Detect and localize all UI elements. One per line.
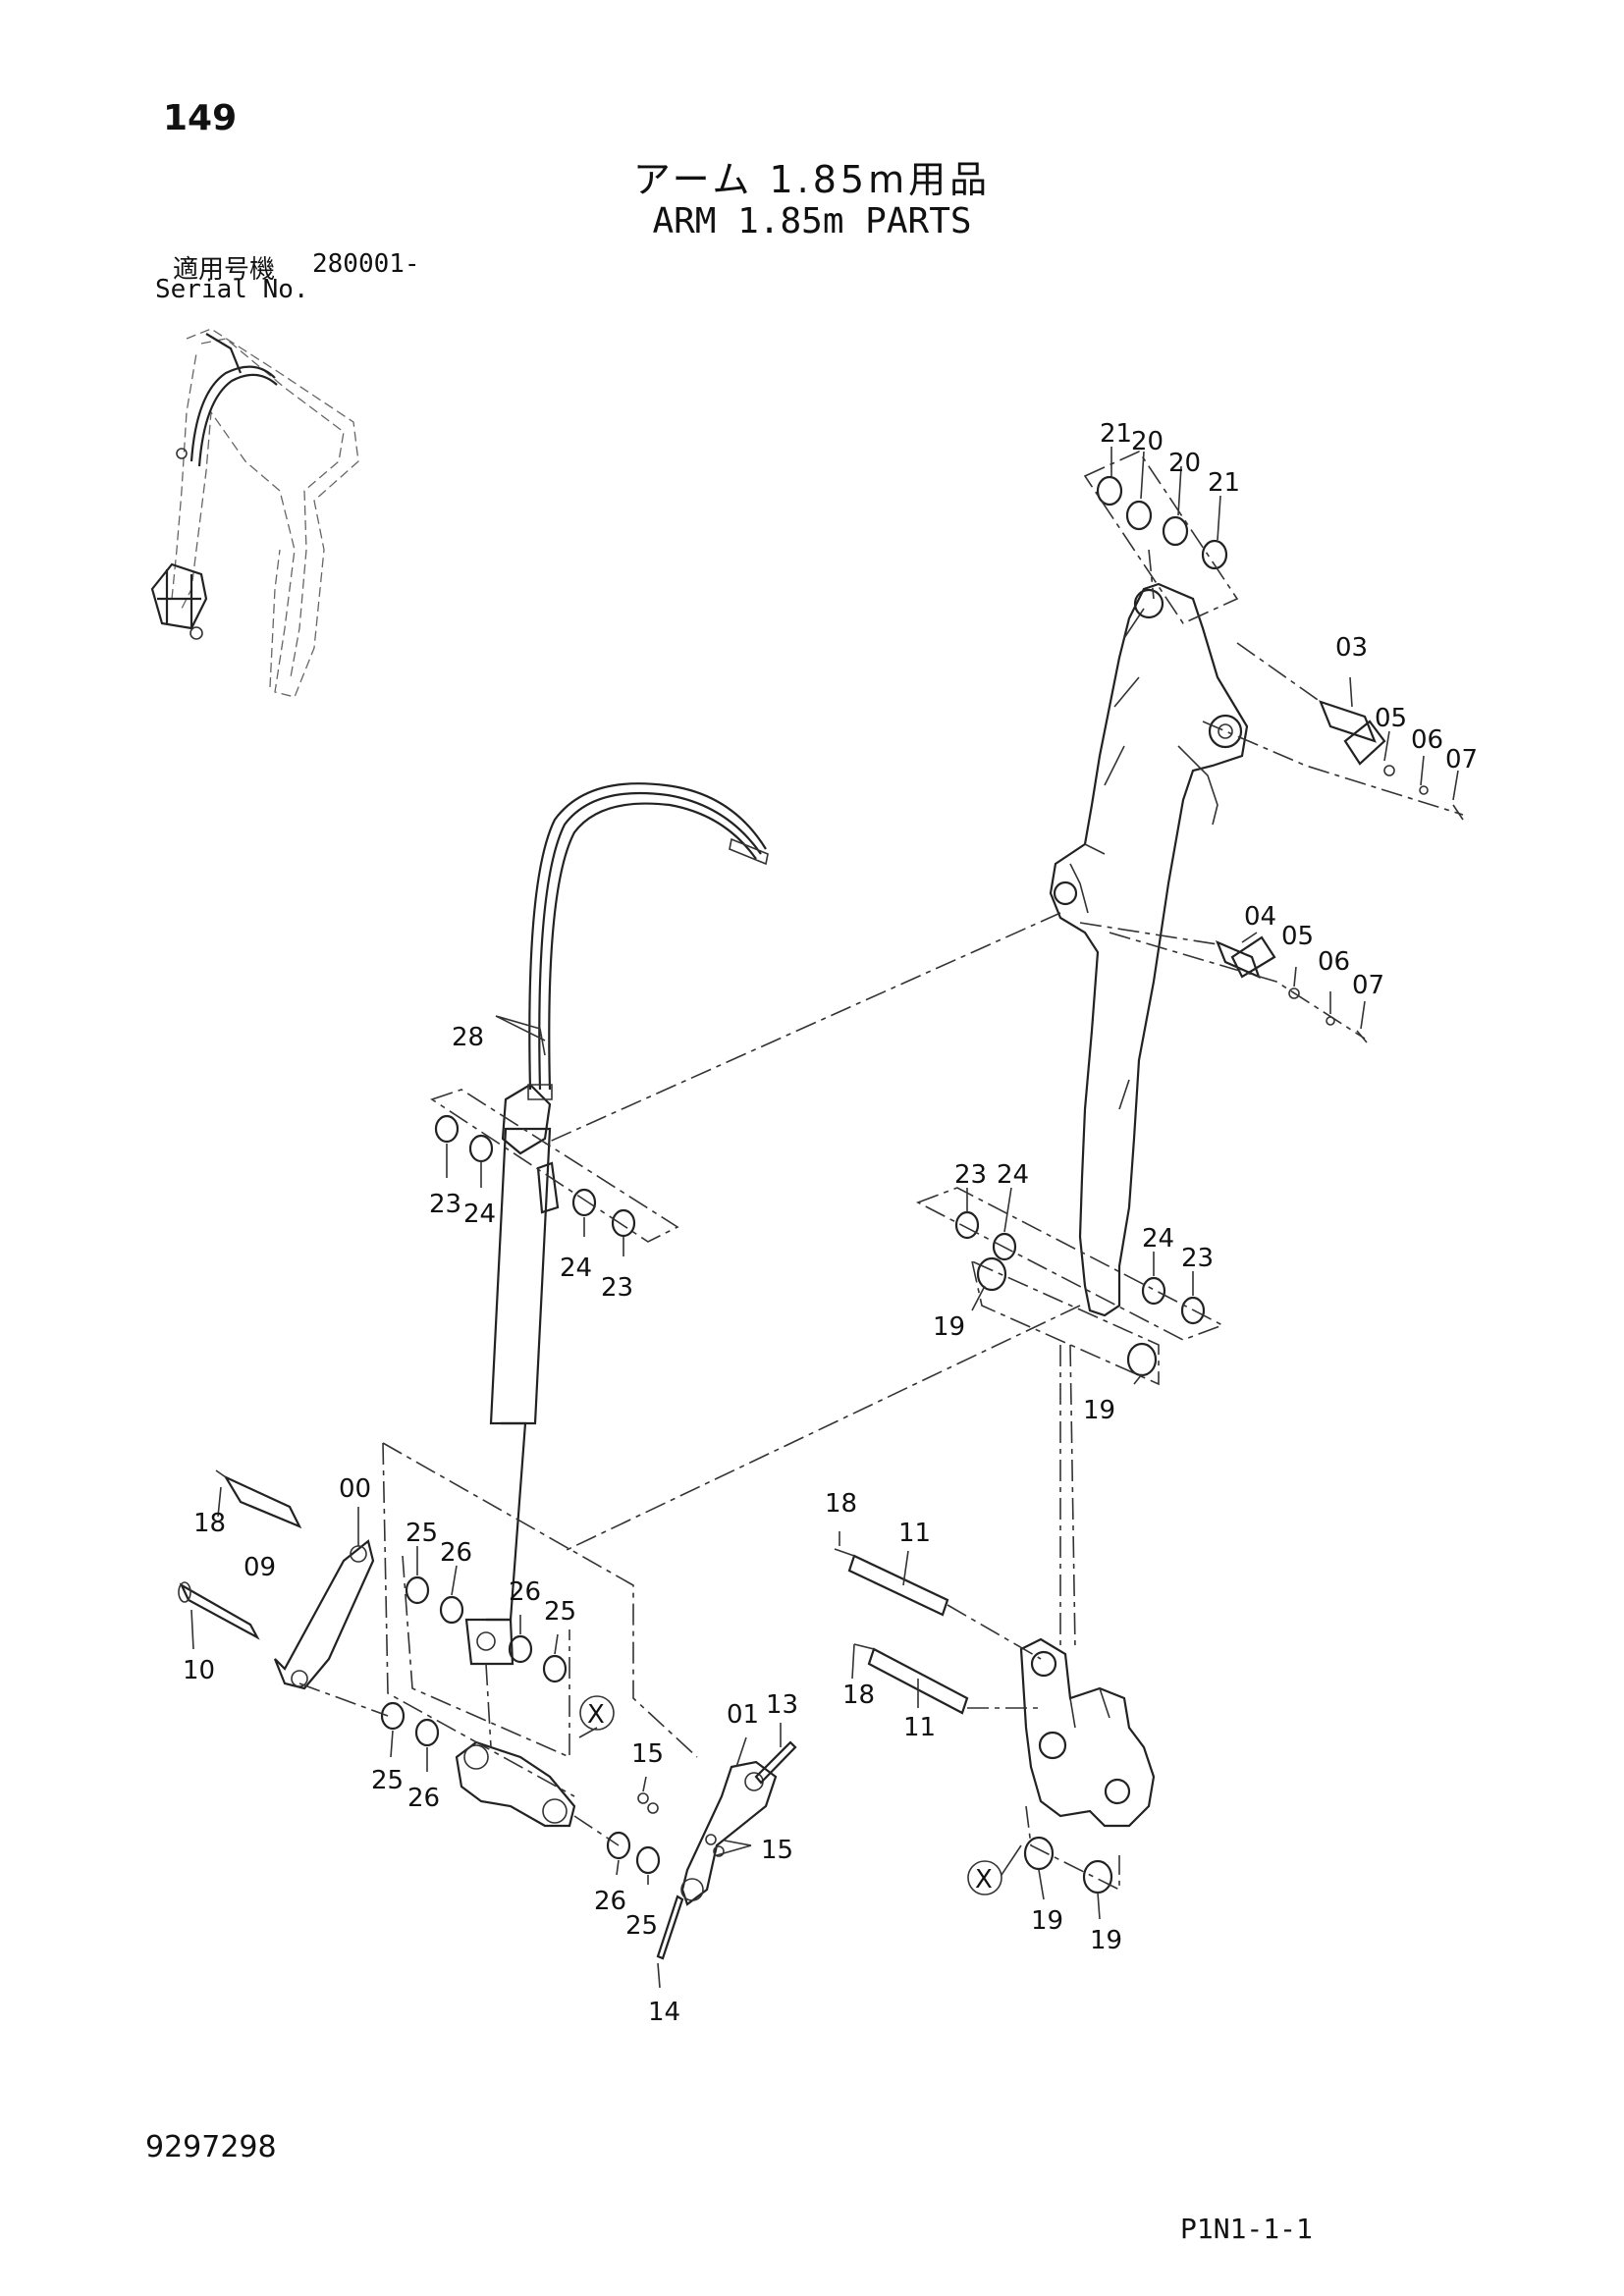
callout-26-b: 26 (509, 1577, 541, 1607)
callout-15-b: 15 (761, 1836, 793, 1865)
callout-18-a: 18 (193, 1509, 226, 1538)
callout-25-d: 25 (625, 1911, 658, 1941)
callout-24-c: 24 (997, 1160, 1029, 1190)
overview-thumbnail (150, 328, 359, 698)
callout-10: 10 (183, 1656, 215, 1685)
reference-marker-x-1 (579, 1695, 615, 1731)
leader-lines (190, 447, 1459, 1989)
callout-05-b: 05 (1281, 922, 1314, 951)
callout-09: 09 (244, 1553, 276, 1582)
callout-26-d: 26 (594, 1887, 626, 1916)
callout-19-d: 19 (1090, 1926, 1122, 1955)
callout-07-a: 07 (1445, 745, 1478, 774)
callout-20-b: 20 (1168, 449, 1201, 478)
callout-00: 00 (339, 1474, 371, 1504)
callout-21-b: 21 (1208, 468, 1240, 498)
callout-25-b: 25 (544, 1597, 576, 1627)
callout-05-a: 05 (1375, 704, 1407, 733)
serial-label-japanese: 適用号機 (173, 255, 276, 285)
callout-18-c: 18 (842, 1681, 875, 1710)
callout-13: 13 (766, 1690, 798, 1720)
title-japanese: アーム 1.85m用品 (632, 158, 992, 201)
callout-03: 03 (1335, 633, 1368, 663)
arm-body (1019, 582, 1249, 1828)
callout-24-a: 24 (463, 1200, 496, 1229)
document-number: 9297298 (145, 2130, 277, 2164)
callout-18-b: 18 (825, 1489, 857, 1519)
page-number: 149 (163, 98, 238, 138)
callout-26-c: 26 (407, 1784, 440, 1813)
callout-20-a: 20 (1131, 427, 1164, 456)
callout-01: 01 (727, 1700, 759, 1730)
callout-25-a: 25 (406, 1519, 438, 1548)
reference-marker-x-2 (967, 1860, 1002, 1896)
callout-23-b: 23 (601, 1273, 633, 1303)
callout-06-a: 06 (1411, 725, 1443, 755)
callout-26-a: 26 (440, 1538, 472, 1568)
callout-11-a: 11 (898, 1519, 931, 1548)
callout-21-a: 21 (1100, 419, 1132, 449)
reference-markers: X X (579, 1695, 1002, 1896)
washers-and-seals (380, 475, 1228, 1895)
callout-23-d: 23 (1181, 1244, 1214, 1273)
callout-24-b: 24 (560, 1254, 592, 1283)
link-assembly (178, 1469, 969, 1960)
serial-number-range: 280001- (312, 249, 420, 279)
serial-label-english: Serial No. (155, 275, 309, 304)
hose-set (527, 782, 769, 1100)
title-english: ARM 1.85m PARTS (652, 201, 972, 241)
callout-28: 28 (452, 1023, 484, 1052)
callout-04: 04 (1244, 902, 1276, 932)
alignment-lines (298, 450, 1464, 1892)
callout-x-1: X (587, 1700, 605, 1730)
callout-19-a: 19 (933, 1312, 965, 1342)
callout-06-b: 06 (1318, 947, 1350, 977)
page-code: P1N1-1-1 (1180, 2213, 1313, 2245)
callout-19-b: 19 (1083, 1396, 1115, 1425)
callout-25-c: 25 (371, 1766, 404, 1795)
callout-23-c: 23 (954, 1160, 987, 1190)
callout-24-d: 24 (1142, 1224, 1174, 1254)
callout-14: 14 (648, 1998, 680, 2027)
callout-07-b: 07 (1352, 971, 1384, 1000)
callout-23-a: 23 (429, 1190, 461, 1219)
callout-19-c: 19 (1031, 1906, 1063, 1936)
callout-x-2: X (975, 1865, 993, 1895)
callout-labels: 21 20 20 21 03 05 06 07 04 05 06 07 28 2… (183, 419, 1478, 2027)
callout-11-b: 11 (903, 1713, 936, 1742)
callout-15-a: 15 (631, 1739, 664, 1769)
